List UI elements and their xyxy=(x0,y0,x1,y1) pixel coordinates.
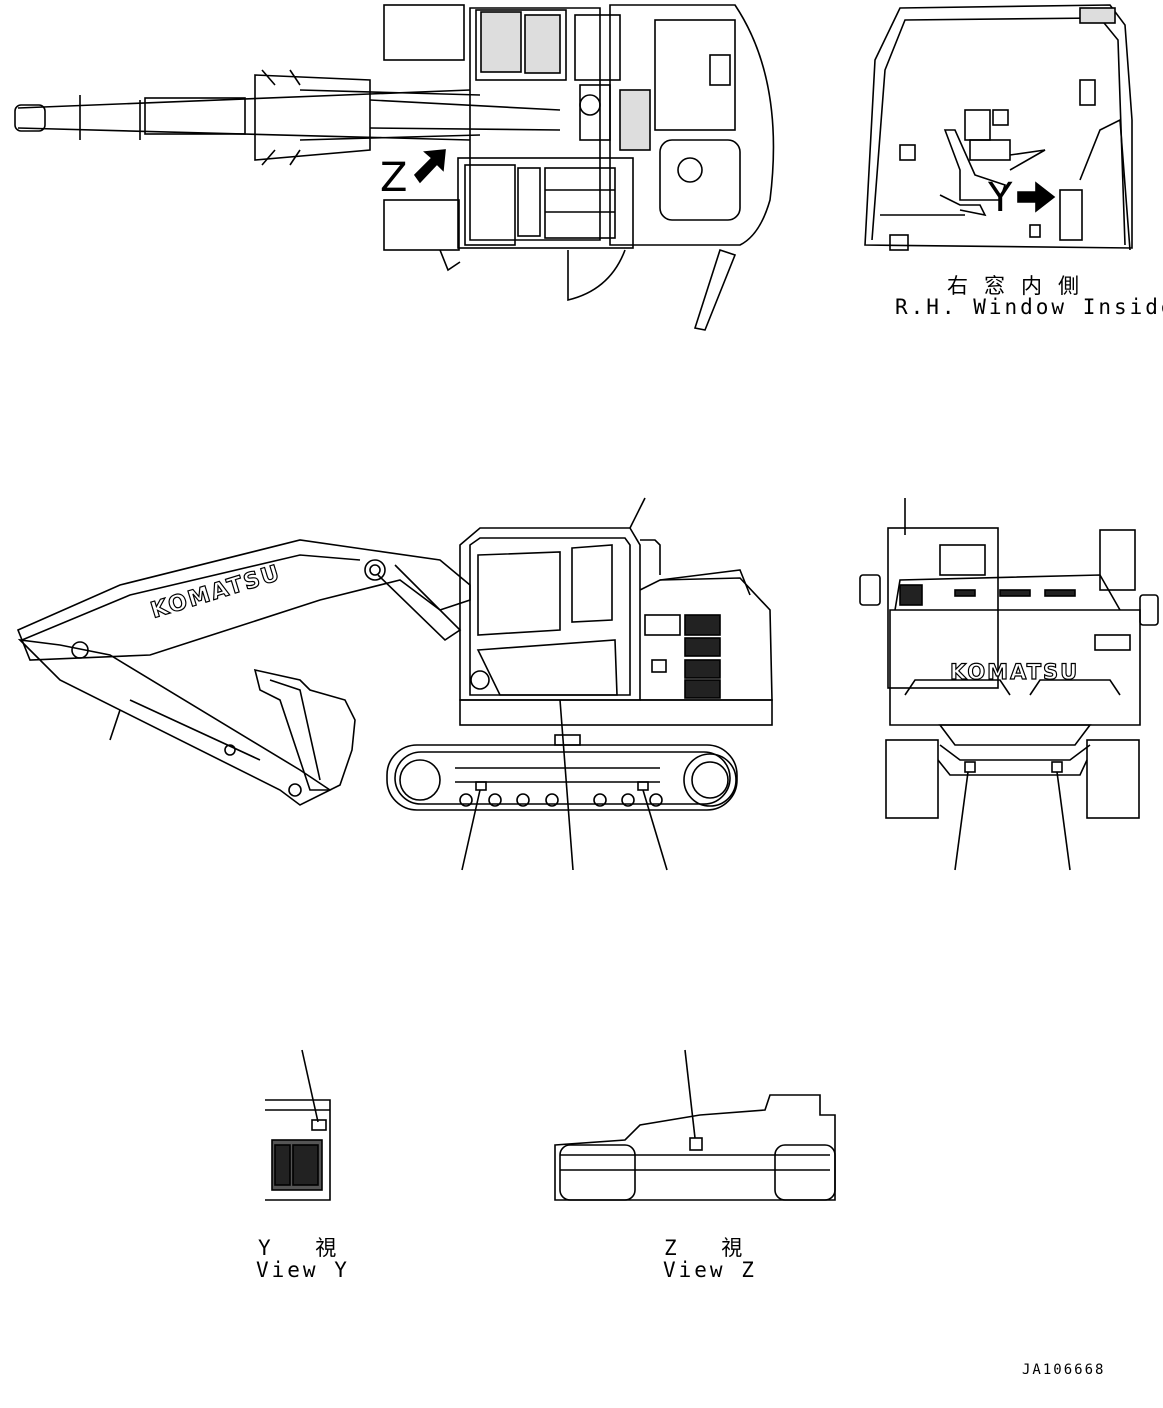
window-caption-en: R.H. Window Inside xyxy=(895,295,1163,319)
side-view-excavator xyxy=(16,497,773,871)
arrow-z-label: Z xyxy=(380,155,408,201)
view-y-detail xyxy=(265,1049,331,1201)
rear-brand-logo: KOMATSU xyxy=(949,659,1080,684)
window-inside-view xyxy=(864,4,1133,251)
drawing-code: JA106668 xyxy=(1022,1362,1106,1378)
arrow-y-icon xyxy=(1017,181,1056,213)
top-view-excavator xyxy=(14,4,775,331)
arrow-z-icon xyxy=(413,149,446,184)
arrow-y-label: Y xyxy=(988,175,1013,221)
view-z-caption-jp: Z 視 xyxy=(664,1236,759,1260)
view-z-detail xyxy=(554,1049,836,1201)
window-caption-jp: 右窓内側 xyxy=(947,274,1095,298)
rear-view-excavator xyxy=(859,498,1159,871)
view-y-caption-en: View Y xyxy=(256,1258,350,1282)
view-y-caption-jp: Y 視 xyxy=(258,1236,353,1260)
view-z-caption-en: View Z xyxy=(663,1258,757,1282)
